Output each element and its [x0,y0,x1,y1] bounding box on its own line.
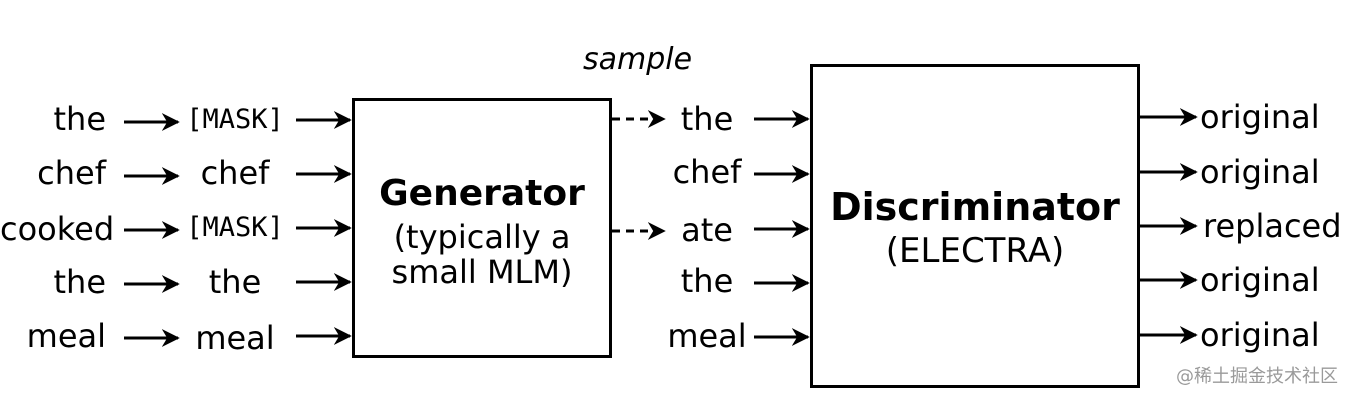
output-label: original [1200,261,1320,299]
generator-subtitle-line1: (typically a [393,218,571,256]
masked-token: [MASK] [186,212,284,243]
input-token: meal [26,317,106,355]
input-token: chef [37,154,106,192]
sampled-token: meal [667,317,747,355]
discriminator-subtitle: (ELECTRA) [885,231,1065,271]
sampled-token: the [680,262,734,300]
discriminator-title: Discriminator [830,185,1120,229]
watermark: @稀土掘金技术社区 [1176,366,1338,387]
sample-label: sample [583,42,693,77]
generator-subtitle-line2: small MLM) [391,253,573,291]
output-label: original [1200,153,1320,191]
output-label: replaced [1203,207,1342,245]
masked-token: chef [200,154,270,192]
discriminator-box: Discriminator (ELECTRA) [810,64,1140,388]
input-token: the [53,263,106,301]
masked-token: [MASK] [186,104,284,135]
masked-token: meal [195,319,275,357]
masked-token: the [208,263,262,301]
generator-title: Generator [379,173,585,214]
sampled-token: ate [681,211,733,249]
input-token: the [53,100,106,138]
sampled-token: chef [672,153,742,191]
sampled-token: the [680,100,734,138]
generator-box: Generator (typically a small MLM) [352,98,612,358]
output-label: original [1200,98,1320,136]
output-label: original [1200,316,1320,354]
input-token: cooked [0,210,115,248]
